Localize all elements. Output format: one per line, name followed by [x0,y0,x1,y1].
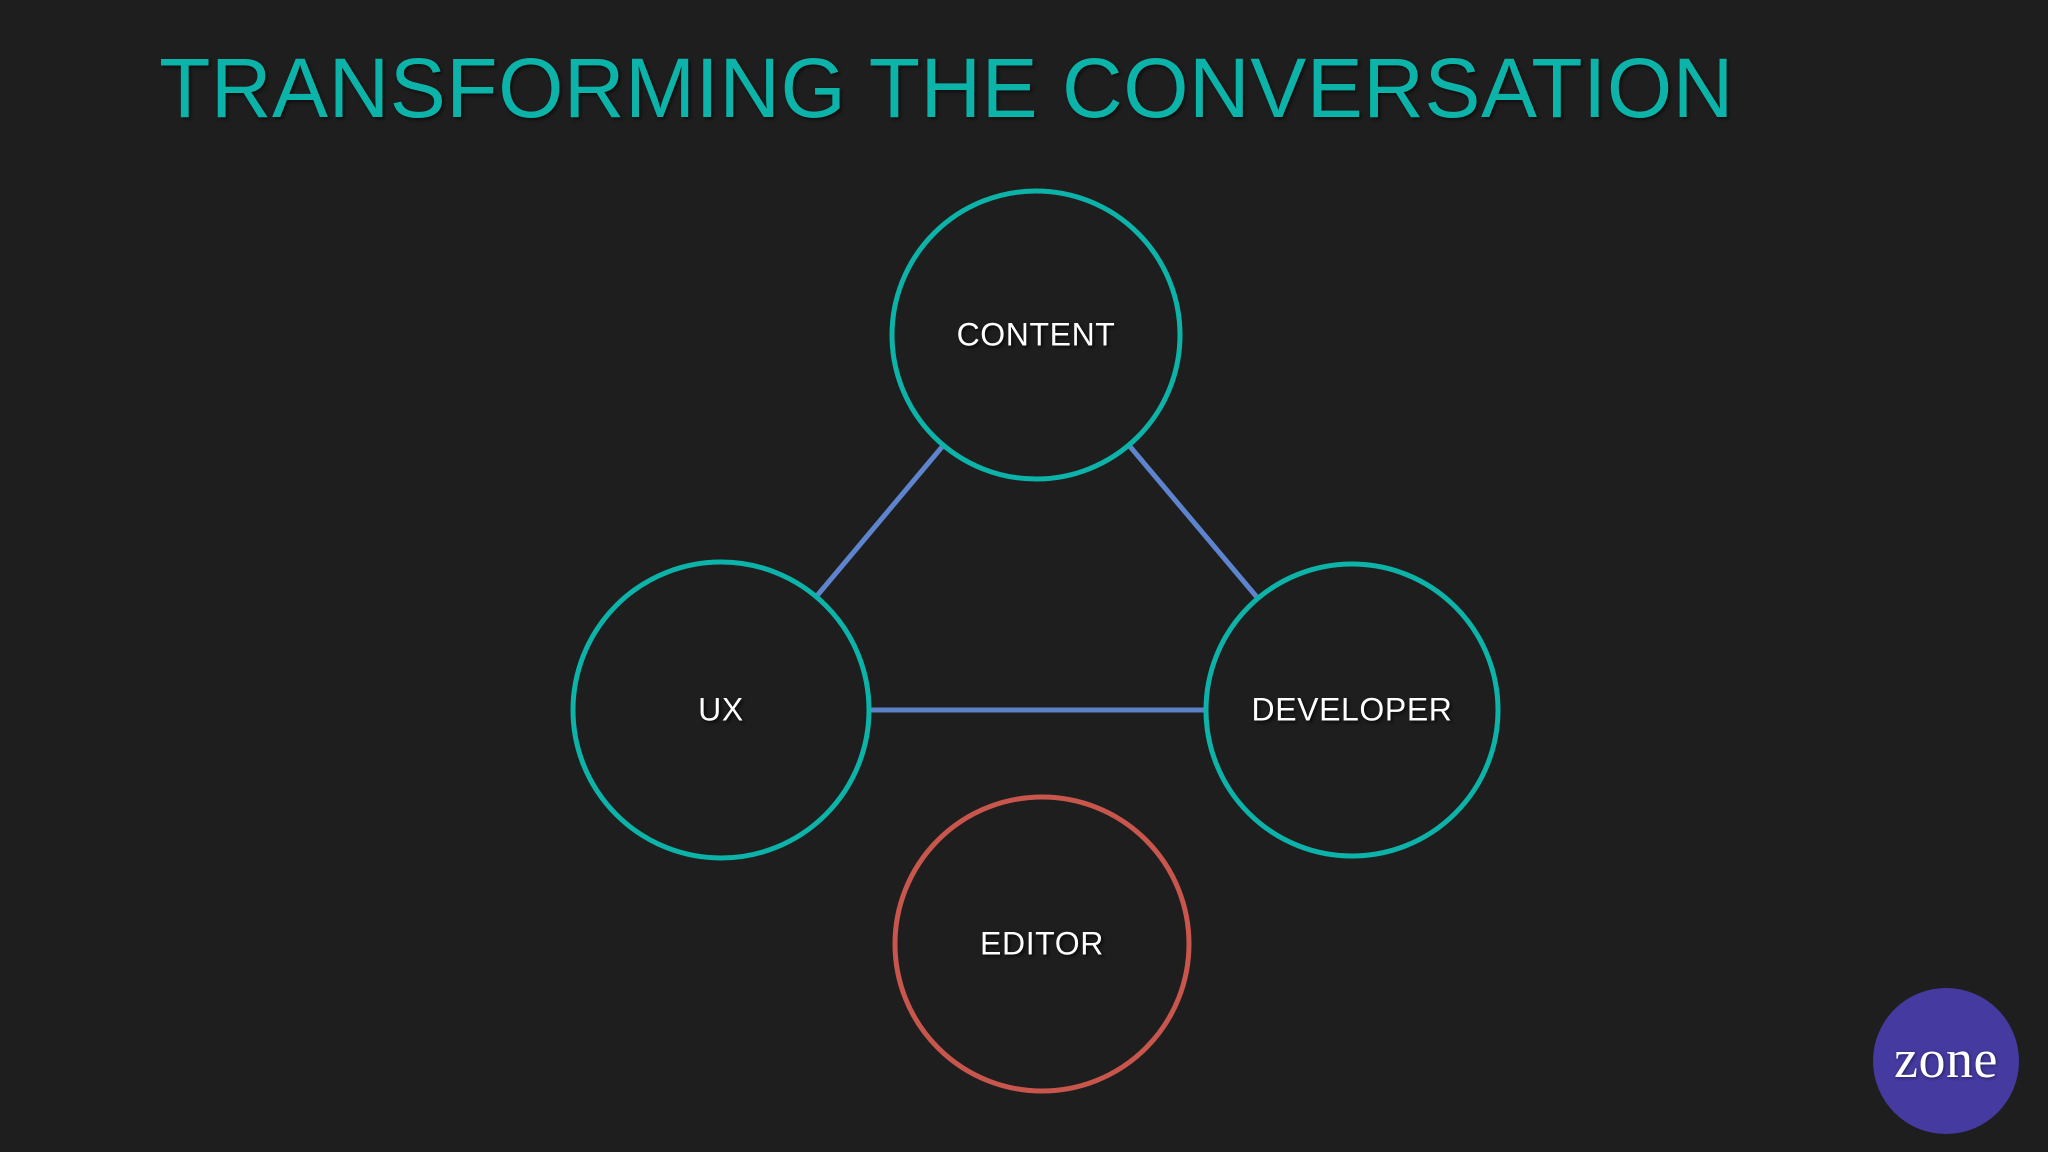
edges-layer [812,441,1262,713]
brand-logo-text: zone [1894,1029,1998,1089]
node-circle-developer[interactable] [1203,561,1501,859]
edge-content-developer [1125,441,1262,602]
node-circle-ux[interactable] [570,559,872,861]
nodes-layer [570,188,1501,1094]
brand-logo: zone [1873,988,2019,1134]
node-circle-content[interactable] [889,188,1183,482]
node-circle-editor[interactable] [892,794,1192,1094]
page-title: TRANSFORMING THE CONVERSATION [159,41,1734,135]
edge-content-ux [812,442,947,600]
